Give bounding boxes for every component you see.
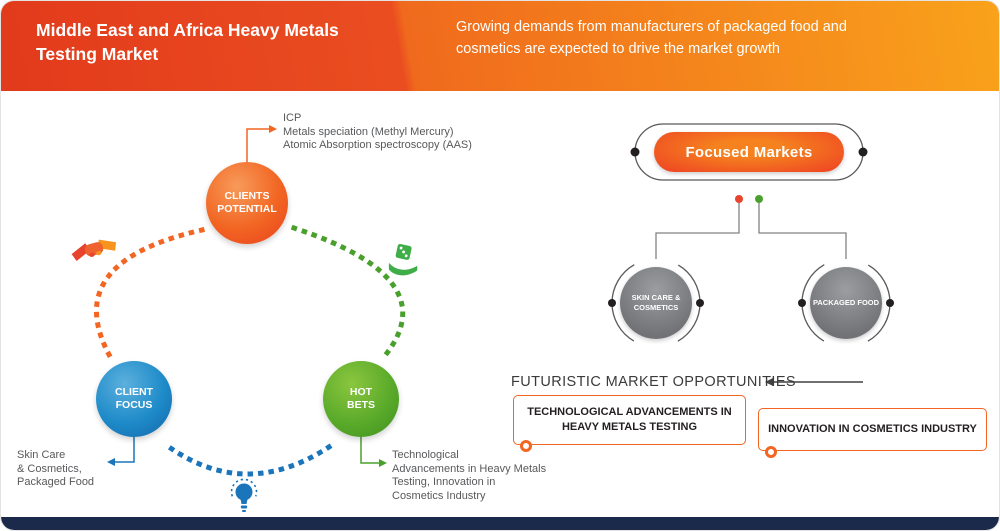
opportunity-marker bbox=[765, 446, 777, 458]
opportunities-title: FUTURISTIC MARKET OPPORTUNITIES bbox=[511, 374, 796, 390]
arrowhead-hot-bets bbox=[379, 459, 387, 467]
opportunity-box-cosmetics-innovation-label: INNOVATION IN COSMETICS INDUSTRY bbox=[768, 423, 977, 436]
focused-markets-label: Focused Markets bbox=[685, 143, 813, 161]
opportunity-marker bbox=[520, 440, 532, 452]
branch-dot-green bbox=[755, 195, 763, 203]
connector-hot-bets bbox=[360, 437, 379, 464]
arrowhead-clients-potential bbox=[269, 125, 277, 133]
branch-line-left bbox=[655, 203, 740, 259]
ring-dot bbox=[608, 299, 616, 307]
stadium-dot-right bbox=[858, 147, 868, 157]
market-node-skin-care-label: SKIN CARE & COSMETICS bbox=[631, 292, 681, 312]
page-title: Middle East and Africa Heavy Metals Test… bbox=[36, 20, 339, 65]
branch-line-right bbox=[758, 203, 847, 259]
dice-hand-icon bbox=[387, 243, 421, 283]
client-focus-callout: Skin Care & Cosmetics, Packaged Food bbox=[17, 449, 95, 488]
client-focus-label: CLIENT FOCUS bbox=[115, 385, 153, 411]
hot-bets-callout: Technological Advancements in Heavy Meta… bbox=[392, 449, 547, 502]
header-subtitle: Growing demands from manufacturers of pa… bbox=[456, 19, 847, 57]
handshake-icon bbox=[68, 231, 122, 273]
ring-dot bbox=[798, 299, 806, 307]
clients-potential-callout: ICP Metals speciation (Methyl Mercury) A… bbox=[283, 112, 472, 151]
focused-markets-pill: Focused Markets bbox=[654, 132, 844, 172]
opportunity-box-cosmetics-innovation: INNOVATION IN COSMETICS INDUSTRY bbox=[758, 408, 987, 458]
opportunity-box-tech-advancements-label: TECHNOLOGICAL ADVANCEMENTS IN HEAVY META… bbox=[527, 406, 732, 433]
hot-bets-node: HOT BETS bbox=[323, 361, 399, 437]
opportunity-box-tech-advancements: TECHNOLOGICAL ADVANCEMENTS IN HEAVY META… bbox=[513, 395, 746, 452]
connector-clients-potential bbox=[246, 128, 269, 162]
client-focus-node: CLIENT FOCUS bbox=[96, 361, 172, 437]
market-node-packaged-food: PACKAGED FOOD bbox=[810, 267, 882, 339]
market-node-skin-care: SKIN CARE & COSMETICS bbox=[620, 267, 692, 339]
branch-dot-red bbox=[735, 195, 743, 203]
stadium-dot-left bbox=[630, 147, 640, 157]
ring-dot bbox=[886, 299, 894, 307]
clients-potential-label: CLIENTS POTENTIAL bbox=[217, 189, 277, 215]
market-node-packaged-food-label: PACKAGED FOOD bbox=[812, 297, 880, 307]
clients-potential-node: CLIENTS POTENTIAL bbox=[206, 162, 288, 244]
footer-bar bbox=[1, 517, 999, 530]
arc-blue bbox=[165, 443, 333, 477]
hot-bets-label: HOT BETS bbox=[346, 385, 375, 411]
lightbulb-icon bbox=[230, 478, 258, 523]
header-banner: Middle East and Africa Heavy Metals Test… bbox=[1, 1, 999, 91]
ring-dot bbox=[696, 299, 704, 307]
